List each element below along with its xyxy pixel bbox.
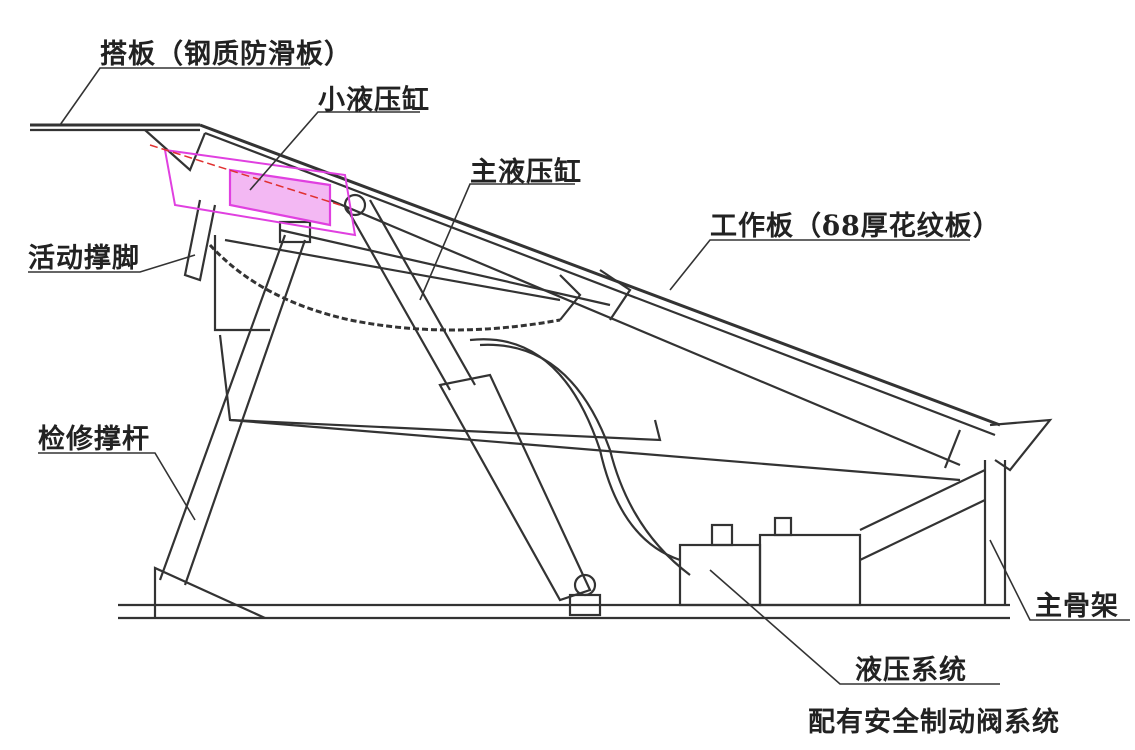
small-cylinder — [149, 144, 357, 237]
label-main-cylinder: 主液压缸 — [470, 157, 582, 188]
label-main-frame: 主骨架 — [1035, 591, 1119, 622]
label-hydraulic-system: 液压系统 — [855, 655, 967, 686]
label-maintenance-strut: 检修撑杆 — [38, 424, 150, 455]
label-movable-leg: 活动撑脚 — [28, 243, 140, 274]
label-small-cylinder: 小液压缸 — [318, 85, 430, 116]
work-plate — [199, 123, 1053, 472]
hydraulic-unit — [678, 516, 862, 607]
safety-chain — [208, 243, 561, 332]
base-frame — [118, 460, 1010, 620]
maintenance-strut — [158, 220, 312, 586]
label-work-plate: 工作板（δ8厚花纹板） — [710, 211, 1001, 242]
lip-plate — [30, 123, 207, 172]
label-hydraulic-note: 配有安全制动阀系统 — [808, 707, 1060, 738]
main-cylinder — [343, 193, 602, 617]
label-lip-plate: 搭板（钢质防滑板） — [100, 39, 352, 70]
under-frame — [213, 228, 986, 561]
hydraulic-hose — [469, 338, 681, 562]
hydraulic-hose-2 — [479, 343, 691, 576]
movable-leg — [183, 199, 217, 282]
leader-lines — [28, 67, 1130, 685]
